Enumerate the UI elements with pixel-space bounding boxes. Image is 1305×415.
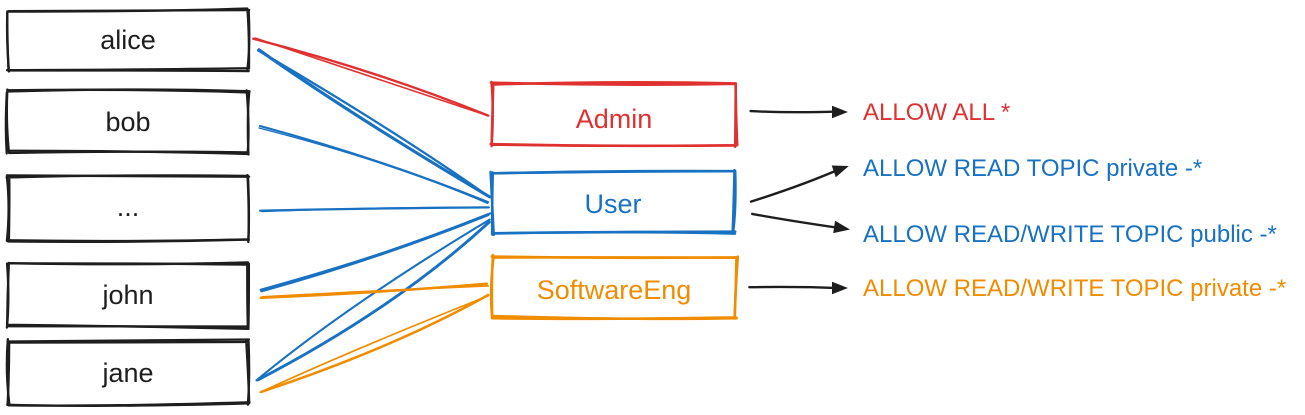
sketch-stroke [749,166,844,203]
arrowhead-icon [832,105,848,119]
user-box-bob [4,88,251,156]
sketch-stroke [5,337,251,407]
sketch-stroke [257,49,490,198]
permission-readwrite-topic-private: ALLOW READ/WRITE TOPIC private -* [863,275,1286,302]
sketch-stroke [255,218,491,382]
sketch-stroke [258,124,490,204]
edge-john-user [259,212,492,293]
user-label-jane: jane [101,358,153,388]
arrowhead-icon [832,281,848,295]
arrowhead-icon [831,165,849,178]
sketch-stroke [751,212,844,230]
sketch-stroke [4,88,251,156]
sketch-stroke [5,261,251,330]
arrow-softwareeng-readwrite-priv [748,281,848,295]
sketch-stroke [6,7,251,73]
sketch-stroke [261,206,491,213]
role-label-admin: Admin [576,104,653,134]
sketch-stroke [256,220,491,382]
sketch-stroke [489,255,740,321]
sketch-stroke [261,285,490,298]
user-box-john [5,261,251,330]
user-box-alice [5,7,251,73]
role-box-softwareeng [489,253,740,321]
sketch-stroke [748,285,843,290]
user-label-bob: bob [105,107,150,137]
role-label-softwareeng: SoftwareEng [537,275,692,305]
sketch-stroke [260,293,490,394]
permission-allow-all: ALLOW ALL * [863,99,1010,126]
sketch-stroke [254,37,490,117]
arrow-user-readwrite-public [751,212,850,234]
sketch-stroke [257,48,492,199]
user-label-dots: ... [117,192,140,222]
sketch-stroke [489,80,739,148]
user-box-jane [5,337,251,407]
arrow-admin-allow-all [749,105,848,119]
permission-read-topic-private: ALLOW READ TOPIC private -* [863,155,1202,182]
edge-bob-user [258,124,490,204]
arrowhead-icon [833,220,850,234]
sketch-stroke [259,282,489,299]
sketch-stroke [5,173,250,244]
edge-alice-admin [252,37,490,117]
sketch-stroke [258,127,489,204]
edge-jane-softwareeng [259,293,490,394]
user-label-john: john [101,280,153,310]
sketch-stroke [259,212,492,291]
permission-readwrite-topic-public: ALLOW READ/WRITE TOPIC public -* [863,221,1277,248]
role-box-admin [489,80,739,149]
user-box-dots [5,173,251,244]
edge-alice-user [257,48,492,199]
role-label-user: User [584,189,641,219]
sketch-stroke [259,295,489,394]
edge-dots-user [259,206,491,213]
edge-jane-user [255,218,491,382]
edge-john-softwareeng [259,282,490,299]
role-box-user [489,168,737,237]
arrow-user-read-private [749,165,849,203]
sketch-stroke [489,168,737,237]
user-label-alice: alice [100,25,156,55]
sketch-stroke [749,109,842,114]
